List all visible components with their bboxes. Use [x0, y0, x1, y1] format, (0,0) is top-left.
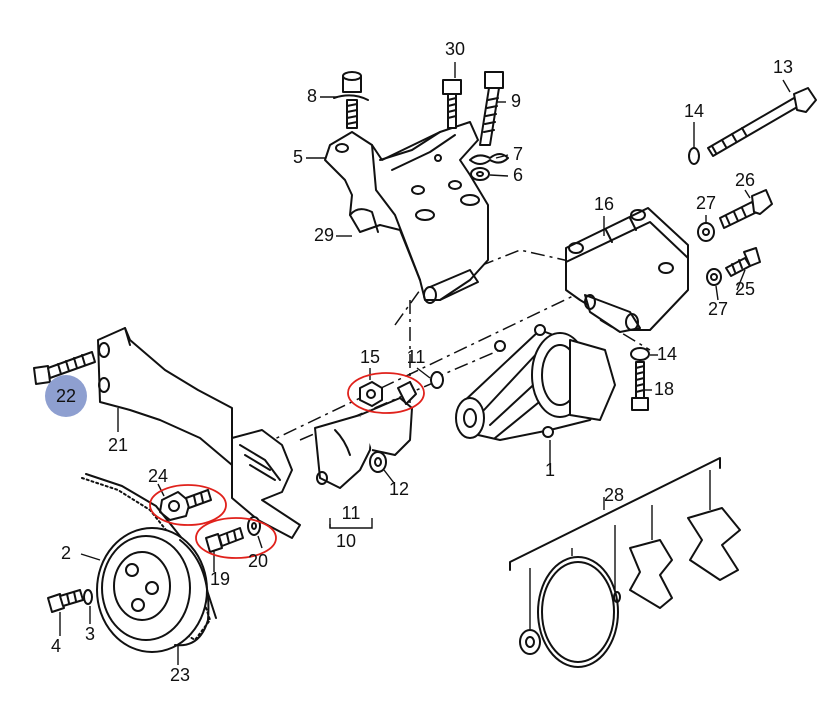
pulley-2 [96, 527, 210, 653]
callout-12: 12 [389, 479, 409, 499]
washer-14-lower [630, 347, 650, 361]
bolt-26 [697, 189, 773, 242]
tensioner-bracket [231, 429, 301, 539]
callout-5: 5 [293, 147, 303, 167]
callout-22[interactable]: 22 [56, 386, 76, 406]
callout-18: 18 [654, 379, 674, 399]
callout-13: 13 [773, 57, 793, 77]
callout-8: 8 [307, 86, 317, 106]
bolt-13 [707, 87, 817, 157]
pump-1 [455, 324, 616, 441]
leader-lines [59, 62, 791, 665]
bolt-18 [631, 361, 649, 411]
callout-20: 20 [248, 551, 268, 571]
callout-28: 28 [604, 485, 624, 505]
spacer-11 [430, 371, 444, 389]
callout-25: 25 [735, 279, 755, 299]
bolt-8 [333, 71, 369, 129]
callout-7: 7 [513, 144, 523, 164]
callout-19: 19 [210, 569, 230, 589]
highlight-circle-24 [149, 484, 227, 526]
callout-3: 3 [85, 624, 95, 644]
bracket-16 [565, 207, 689, 333]
bolt-9 [479, 71, 504, 146]
callout-labels: 30 13 8 9 14 5 7 6 26 16 27 29 25 27 14 … [51, 39, 793, 685]
callout-4: 4 [51, 636, 61, 656]
bolt-24 [159, 489, 212, 521]
bolt-22 [33, 351, 96, 385]
callout-6: 6 [513, 165, 523, 185]
callout-10: 10 [336, 531, 356, 551]
highlight-circle-15 [347, 372, 425, 414]
nut-15 [359, 381, 417, 407]
bolt-25 [706, 247, 761, 286]
callout-29: 29 [314, 225, 334, 245]
callout-11-lower: 11 [342, 503, 361, 523]
upper-bracket [324, 121, 489, 304]
bolt-4 [47, 589, 84, 613]
callout-27-upper: 27 [696, 193, 716, 213]
callout-24: 24 [148, 466, 168, 486]
callout-15: 15 [360, 347, 380, 367]
bolt-19 [205, 527, 244, 553]
washer-3 [83, 589, 93, 605]
clip-7-washer-6 [469, 153, 509, 181]
callout-14-lower: 14 [657, 344, 677, 364]
callout-26: 26 [735, 170, 755, 190]
highlight-circle-19-20 [195, 517, 277, 559]
callout-22-badge [45, 375, 87, 417]
callout-2: 2 [61, 543, 71, 563]
callout-11-upper: 11 [407, 347, 426, 367]
callout-14-upper: 14 [684, 101, 704, 121]
callout-21: 21 [108, 435, 128, 455]
highlight-circles [149, 372, 425, 559]
callout-16: 16 [594, 194, 614, 214]
callout-30: 30 [445, 39, 465, 59]
washer-20 [247, 516, 261, 536]
callout-23: 23 [170, 665, 190, 685]
bolt-30 [442, 79, 462, 129]
washer-14-upper [688, 147, 700, 165]
callout-27-lower: 27 [708, 299, 728, 319]
callout-1: 1 [545, 460, 555, 480]
gasket-set-28 [509, 457, 741, 668]
plate-21 [97, 327, 233, 466]
callout-9: 9 [511, 91, 521, 111]
